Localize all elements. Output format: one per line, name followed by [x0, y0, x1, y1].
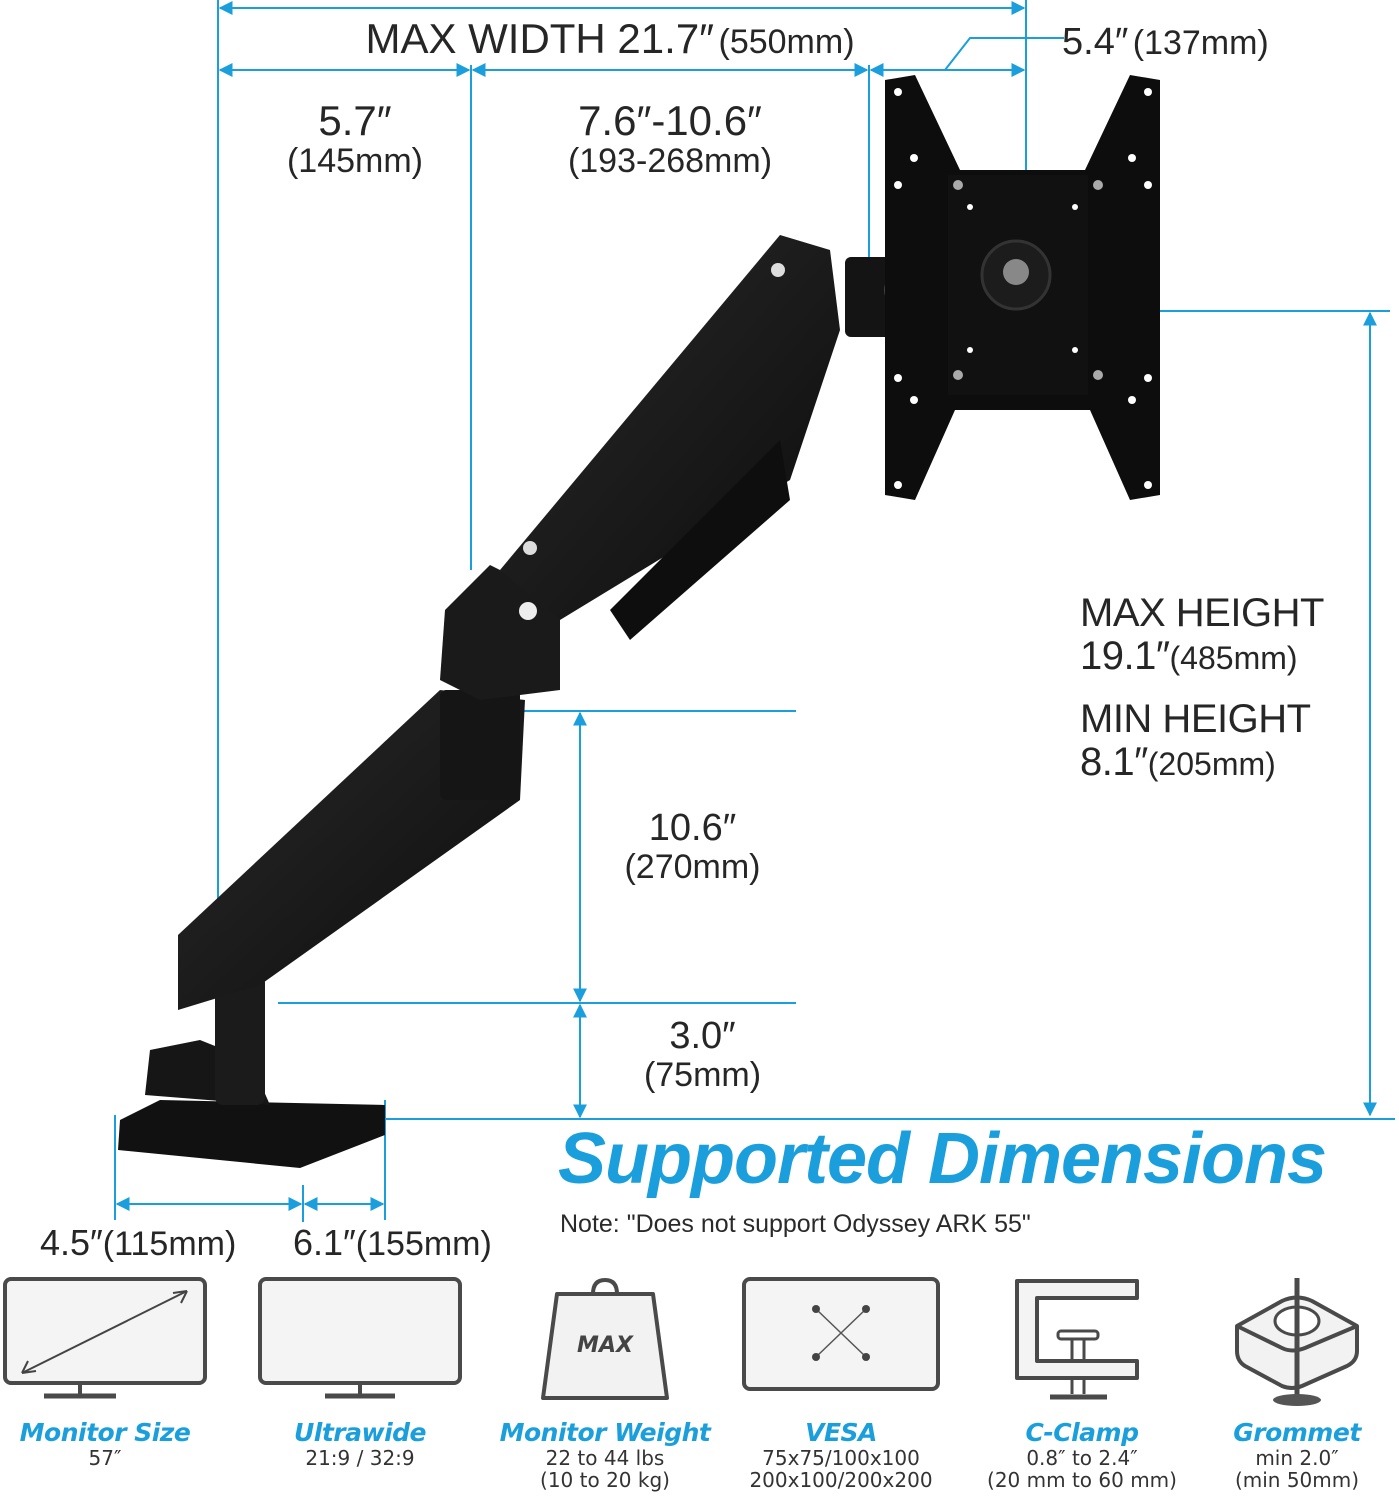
feature-c-clamp: C-Clamp 0.8″ to 2.4″ (20 mm to 60 mm) — [967, 1276, 1197, 1491]
vesa-offset-label: 5.4″ (137mm) — [1062, 21, 1269, 63]
first-arm-length-label: 5.7″ (145mm) — [286, 97, 424, 181]
ultrawide-icon — [258, 1277, 462, 1399]
grommet-icon — [1235, 1278, 1359, 1406]
pole-height-label: 10.6″ (270mm) — [624, 807, 761, 887]
min-height-label: MIN HEIGHT 8.1″(205mm) — [1080, 697, 1311, 785]
base-height-label: 3.0″ (75mm) — [643, 1015, 762, 1095]
measurement-lines — [114, 0, 1395, 1222]
base-back-depth-label: 6.1″(155mm) — [293, 1222, 492, 1263]
feature-grommet: Grommet min 2.0″ (min 50mm) — [1182, 1276, 1399, 1491]
monitor-arm-illustration — [118, 75, 1160, 1168]
feature-ultrawide: Ultrawide 21:9 / 32:9 — [245, 1276, 475, 1469]
weight-icon: MAX — [541, 1277, 669, 1400]
vesa-icon — [742, 1277, 940, 1391]
supported-dimensions-title: Supported Dimensions — [558, 1119, 1327, 1199]
max-width-label: MAX WIDTH 21.7″ (550mm) — [365, 15, 855, 62]
compatibility-note: Note: "Does not support Odyssey ARK 55" — [560, 1210, 1031, 1238]
second-arm-length-label: 7.6″-10.6″ (193-268mm) — [567, 97, 773, 181]
base-front-depth-label: 4.5″(115mm) — [40, 1222, 237, 1263]
c-clamp-icon — [1015, 1279, 1139, 1400]
feature-monitor-size: Monitor Size 57″ — [0, 1276, 220, 1469]
svg-text:MAX: MAX — [577, 1333, 634, 1358]
monitor-size-icon — [3, 1277, 207, 1399]
feature-monitor-weight: MAX Monitor Weight 22 to 44 lbs (10 to 2… — [490, 1276, 720, 1491]
max-height-label: MAX HEIGHT 19.1″(485mm) — [1080, 591, 1324, 679]
feature-vesa: VESA 75x75/100x100 200x100/200x200 — [726, 1276, 956, 1491]
